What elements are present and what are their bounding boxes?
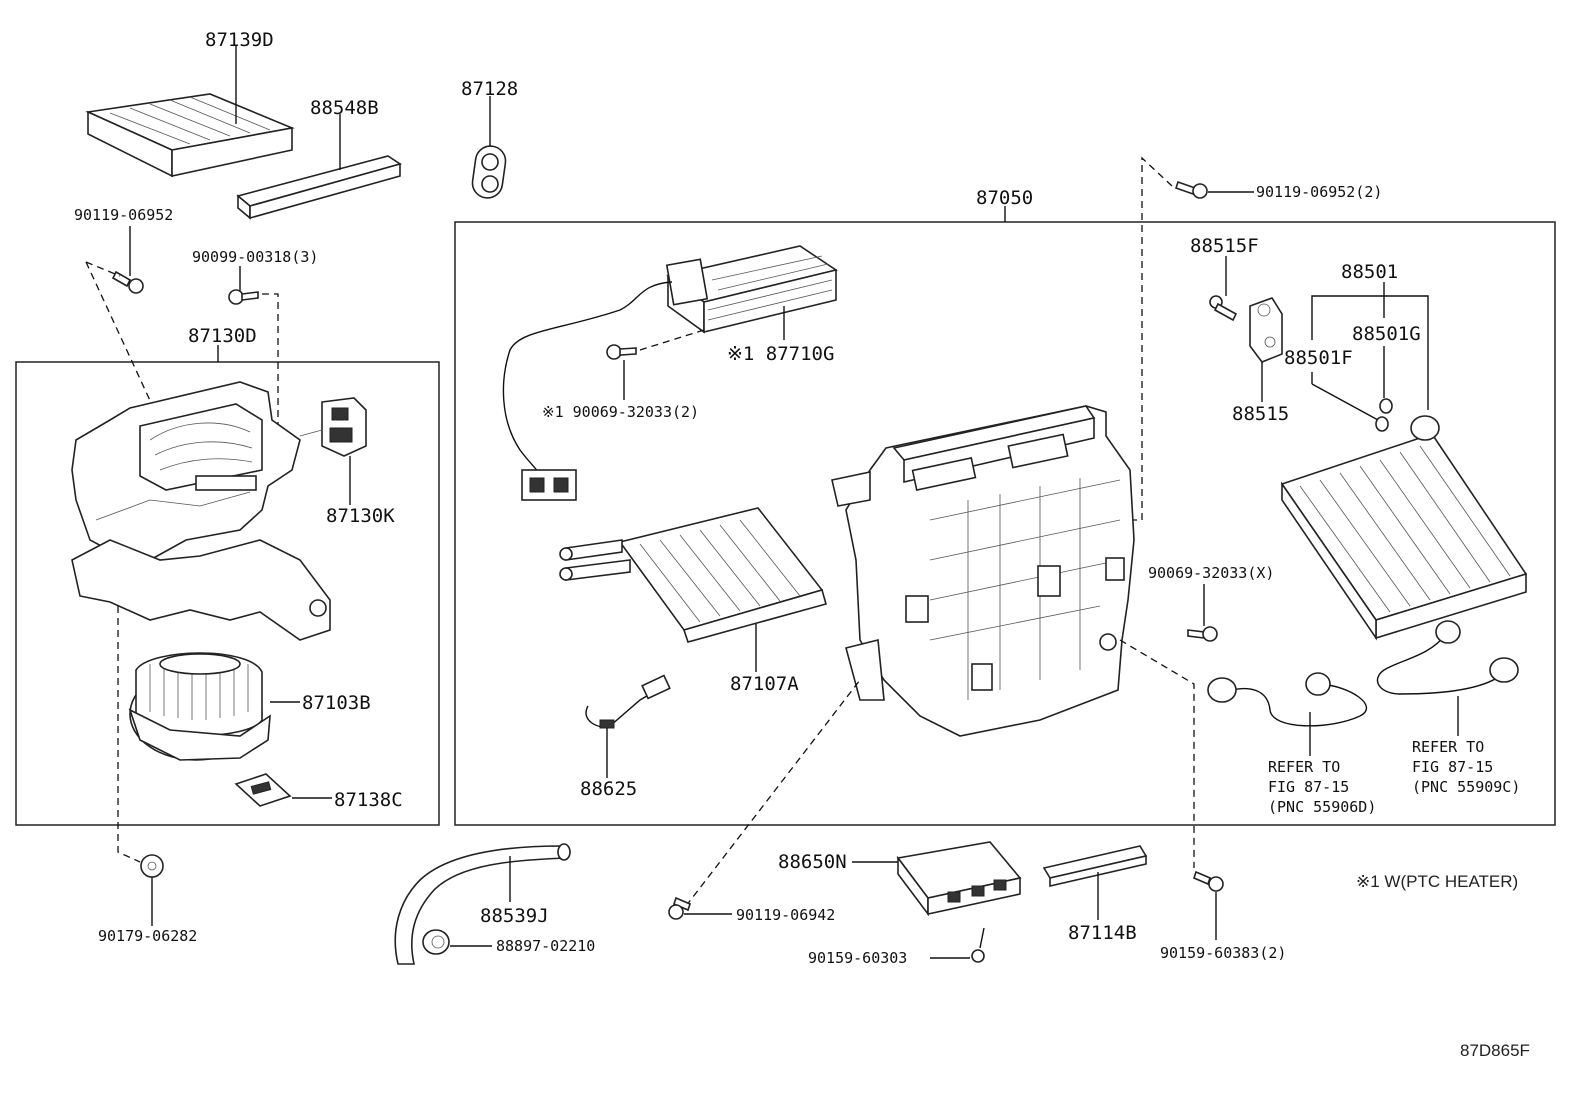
label-87139D: 87139D (205, 29, 274, 51)
label-88650N: 88650N (778, 851, 847, 873)
label-90179-06282: 90179-06282 (98, 927, 197, 945)
label-87130D: 87130D (188, 325, 257, 347)
bolt-88515F (1209, 295, 1238, 322)
screw-90119-06952 (111, 270, 144, 294)
label-88539J: 88539J (480, 905, 549, 927)
blower-housing-part (71, 381, 331, 641)
label-90099-00318-3: 90099-00318(3) (192, 248, 318, 266)
label-87107A: 87107A (730, 673, 799, 695)
grommet-88897-02210 (422, 929, 450, 955)
blower-motor-part (128, 652, 271, 761)
label-90069-32033-X: 90069-32033(X) (1148, 564, 1274, 582)
label-88501: 88501 (1341, 261, 1398, 283)
screw-90069-32033-2 (606, 344, 637, 360)
label-90159-60383-2: 90159-60383(2) (1160, 944, 1286, 962)
air-filter-part (85, 93, 295, 178)
footnote: ※1 W(PTC HEATER) (1356, 872, 1518, 891)
o-rings-part (1375, 398, 1393, 432)
label-refer1-line1: REFER TO (1268, 758, 1340, 776)
label-90119-06952-2: 90119-06952(2) (1256, 183, 1382, 201)
label-88625: 88625 (580, 778, 637, 800)
heater-unit-case-part (831, 405, 1135, 737)
label-refer1-line3: (PNC 55906D) (1268, 798, 1376, 816)
label-88501F: 88501F (1284, 347, 1353, 369)
label-88515: 88515 (1232, 403, 1289, 425)
label-90119-06942: 90119-06942 (736, 906, 835, 924)
label-88548B: 88548B (310, 97, 379, 119)
ptc-heater-part (502, 245, 838, 501)
nut-90179-06282 (140, 854, 164, 878)
filter-cover-part (236, 155, 402, 220)
sensor-55909C-part (1376, 620, 1519, 695)
evaporator-part (1280, 415, 1528, 641)
screw-90119-06942 (668, 896, 691, 920)
label-88515F: 88515F (1190, 235, 1259, 257)
sensor-55906D-part (1207, 672, 1368, 727)
label-refer2-line3: (PNC 55909C) (1412, 778, 1520, 796)
label-87710G: ※1 87710G (727, 343, 834, 365)
label-90159-60303: 90159-60303 (808, 949, 907, 967)
label-90119-06952: 90119-06952 (74, 206, 173, 224)
label-87130K: 87130K (326, 505, 395, 527)
label-87103B: 87103B (302, 692, 371, 714)
heater-core-part (559, 507, 827, 643)
bolt-90099-00318 (228, 289, 259, 305)
resistor-87138C-part (234, 773, 292, 807)
label-90069-32033-2: ※1 90069-32033(2) (542, 403, 699, 421)
figure-id: 87D865F (1460, 1041, 1530, 1060)
label-87050: 87050 (976, 187, 1033, 209)
screw-90119-06952-2 (1174, 180, 1208, 199)
screw-90069-32033-X (1187, 626, 1218, 642)
control-module-part (896, 841, 1022, 917)
sensor-88625-part (585, 674, 671, 729)
label-refer2-line2: FIG 87-15 (1412, 758, 1493, 776)
drain-hose-part (394, 843, 571, 965)
label-87128: 87128 (461, 78, 518, 100)
label-87138C: 87138C (334, 789, 403, 811)
grommet-part (471, 145, 507, 199)
group-box-blower (15, 361, 440, 826)
expansion-valve-part (1249, 297, 1283, 363)
label-refer1-line2: FIG 87-15 (1268, 778, 1349, 796)
label-87114B: 87114B (1068, 922, 1137, 944)
label-refer2-line1: REFER TO (1412, 738, 1484, 756)
label-88897-02210: 88897-02210 (496, 937, 595, 955)
duct-87114B-part (1042, 845, 1148, 888)
label-88501G: 88501G (1352, 323, 1421, 345)
screw-90159-60303 (971, 927, 985, 963)
screw-90159-60383-2 (1193, 870, 1224, 892)
servo-motor-87130K-part (299, 397, 367, 457)
